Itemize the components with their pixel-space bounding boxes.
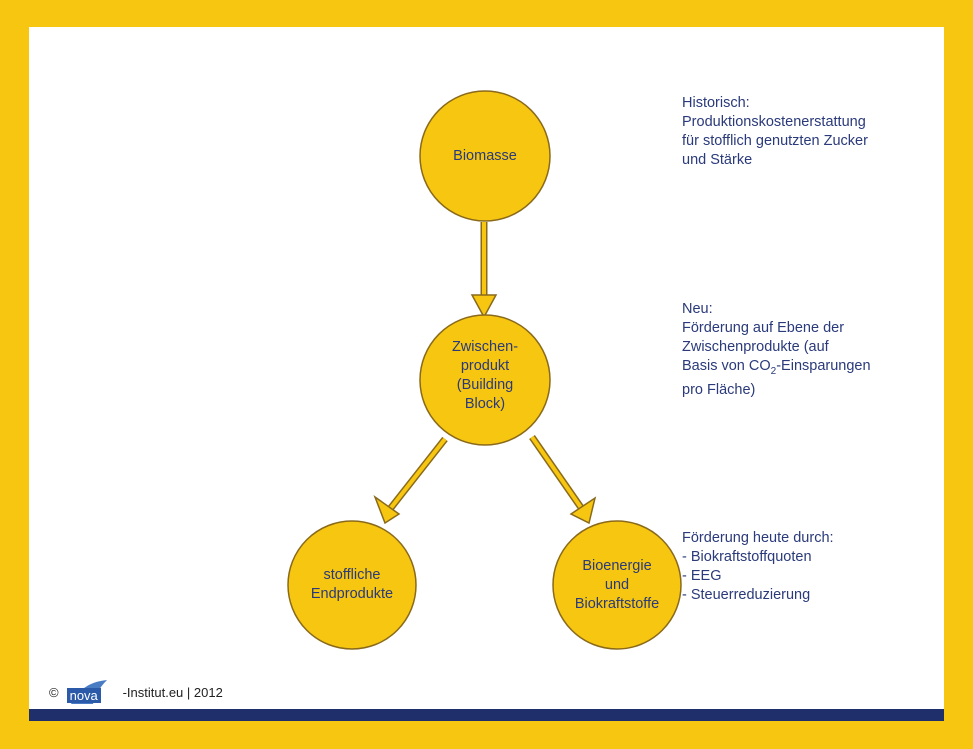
note-heute-line: - EEG xyxy=(682,568,722,584)
node-label-biomasse: Biomasse xyxy=(453,148,517,164)
note-historisch: Historisch: Produktionskostenerstattung … xyxy=(682,94,868,170)
node-label-zwischenprodukt: Zwischen- produkt (Building Block) xyxy=(451,339,519,412)
note-neu-line: Neu: xyxy=(682,301,713,317)
arrow-zwischenprodukt-to-stoffliche xyxy=(373,436,448,525)
node-label-bioenergie: Bioenergie und Biokraftstoffe xyxy=(574,558,660,612)
copyright-symbol: © xyxy=(49,684,59,700)
note-heute: Förderung heute durch: - Biokraftstoffqu… xyxy=(682,529,834,605)
node-biomasse xyxy=(419,90,551,222)
node-zwischenprodukt xyxy=(419,314,551,446)
note-historisch-line: Historisch: xyxy=(682,95,750,111)
arrow-biomasse-to-zwischenprodukt xyxy=(470,222,498,319)
note-heute-line: - Steuerreduzierung xyxy=(682,587,811,603)
note-neu: Neu: Förderung auf Ebene der Zwischenpro… xyxy=(682,300,871,400)
note-heute-line: Förderung heute durch: xyxy=(682,530,834,546)
node-bioenergie xyxy=(552,520,682,650)
node-stoffliche xyxy=(287,520,417,650)
note-neu-line: pro Fläche) xyxy=(682,381,756,398)
node-label-stoffliche: stoffliche Endprodukte xyxy=(310,567,394,602)
note-heute-line: - Biokraftstoffquoten xyxy=(682,549,812,565)
note-neu-line-co2: Basis von CO2-Einsparungen xyxy=(682,358,871,377)
flow-diagram xyxy=(287,90,682,650)
arrow-zwischenprodukt-to-bioenergie xyxy=(529,435,597,525)
footer-text: -Institut.eu | 2012 xyxy=(122,684,223,700)
logo-text: nova xyxy=(66,688,101,703)
footer-credit: © nova -Institut.eu | 2012 xyxy=(49,677,223,707)
note-historisch-line: und Stärke xyxy=(682,152,753,168)
nova-logo: nova xyxy=(63,678,119,706)
note-neu-line: Förderung auf Ebene der xyxy=(682,320,845,336)
note-historisch-line: Produktionskostenerstattung xyxy=(682,114,866,130)
note-historisch-line: für stofflich genutzten Zucker xyxy=(682,133,868,149)
bottom-bar xyxy=(29,709,944,721)
note-neu-line: Zwischenprodukte (auf xyxy=(682,339,829,355)
slide-panel: Biomasse Zwischen- produkt (Building Blo… xyxy=(29,27,944,721)
